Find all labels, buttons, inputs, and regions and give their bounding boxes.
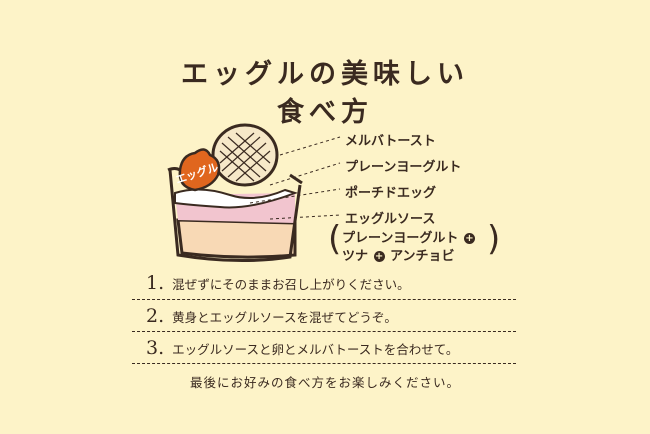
sauce-ingredients-line-1: プレーンヨーグルト + [342, 227, 476, 246]
closing-note: 最後にお好みの食べ方をお楽しみください。 [189, 375, 460, 390]
step-text: エッグルソースと卵とメルバトーストを合わせて。 [172, 342, 459, 357]
sauce-item-yogurt: プレーンヨーグルト [342, 231, 459, 246]
plus-icon: + [373, 251, 385, 262]
label-plain-yogurt: プレーンヨーグルト [345, 160, 462, 175]
step-text: 混ぜずにそのままお召し上がりください。 [172, 277, 410, 292]
step-number: 2. [146, 305, 165, 327]
leader-lines [249, 136, 341, 220]
open-parenthesis: ( [328, 219, 342, 259]
label-poached-egg: ポーチドエッグ [345, 186, 437, 201]
label-melba-toast: メルバトースト [345, 134, 436, 149]
sauce-item-tuna: ツナ [342, 249, 369, 264]
white-egg-layer [174, 188, 299, 209]
divider [132, 299, 516, 300]
close-parenthesis: ) [487, 219, 501, 259]
cup-outline [168, 169, 302, 263]
divider [132, 363, 516, 364]
sauce-item-anchovy: アンチョビ [390, 249, 455, 264]
step-number: 3. [146, 337, 165, 359]
step-number: 1. [146, 272, 165, 294]
step-3: 3. エッグルソースと卵とメルバトーストを合わせて。 [146, 337, 458, 359]
step-2: 2. 黄身とエッグルソースを混ぜてどうぞ。 [146, 305, 397, 327]
step-1: 1. 混ぜずにそのままお召し上がりください。 [146, 272, 410, 294]
melba-toast [211, 123, 279, 187]
step-text: 黄身とエッグルソースを混ぜてどうぞ。 [172, 310, 397, 325]
plus-icon: + [463, 233, 475, 244]
sauce-ingredients-line-2: ツナ + アンチョビ [342, 245, 455, 264]
toast-grid [219, 132, 271, 182]
base-layer [176, 218, 297, 259]
title-line-2: 食べ方 [277, 97, 373, 128]
divider [132, 331, 516, 332]
egg-dish-illustration: エッグル [167, 123, 341, 263]
title-line-1: エッグルの美味しい [181, 59, 469, 90]
orange-logo-tag [178, 148, 221, 192]
label-egguru-sauce: エッグルソース [345, 212, 436, 227]
